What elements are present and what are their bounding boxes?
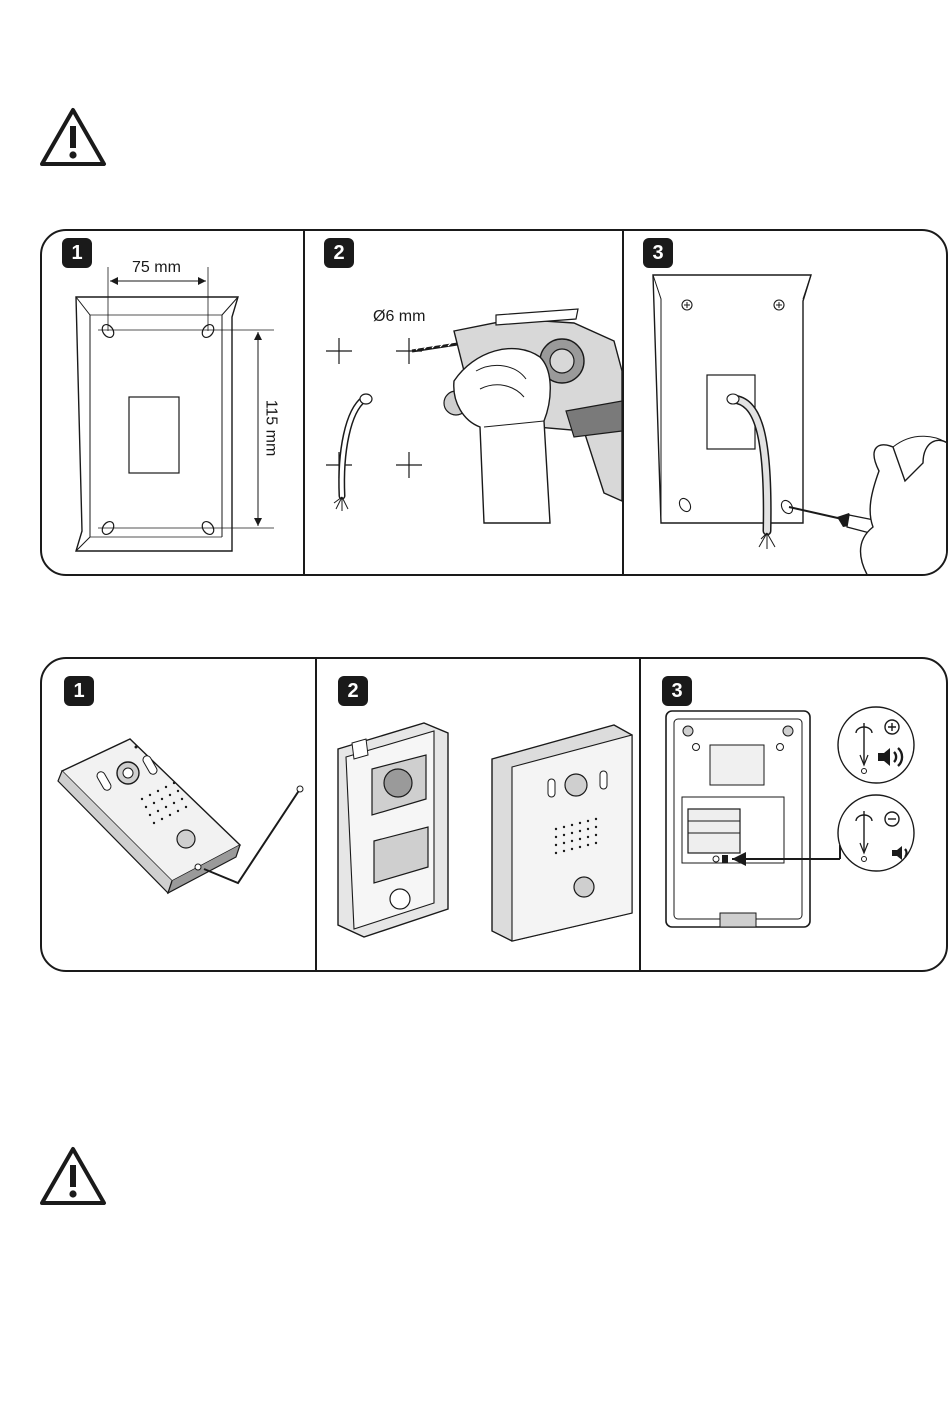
volume-adjustment-illustration [640,659,948,972]
warning-triangle-icon [38,106,108,168]
assembly-step-2: 2 [316,659,639,970]
mounting-step-3: 3 [623,231,948,574]
warning-triangle-icon [38,1145,108,1207]
template-width-label: 75 mm [132,259,181,277]
screw-mounting-illustration [623,231,948,576]
volume-up-icon [876,745,906,769]
template-height-label: 115 mm [261,400,279,457]
drilling-illustration [304,231,622,576]
mounting-step-1: 1 75 mm [42,231,303,574]
assembly-steps-panel: 1 2 [40,657,948,972]
assembly-step-1: 1 [42,659,315,970]
mounting-step-2: 2 [304,231,622,574]
remove-cover-illustration [42,659,315,972]
mounting-steps-panel: 1 75 mm [40,229,948,576]
volume-down-icon [890,843,912,863]
frame-and-cover-illustration [316,659,639,972]
assembly-step-3: 3 [640,659,948,970]
drill-size-label: Ø6 mm [373,308,425,326]
